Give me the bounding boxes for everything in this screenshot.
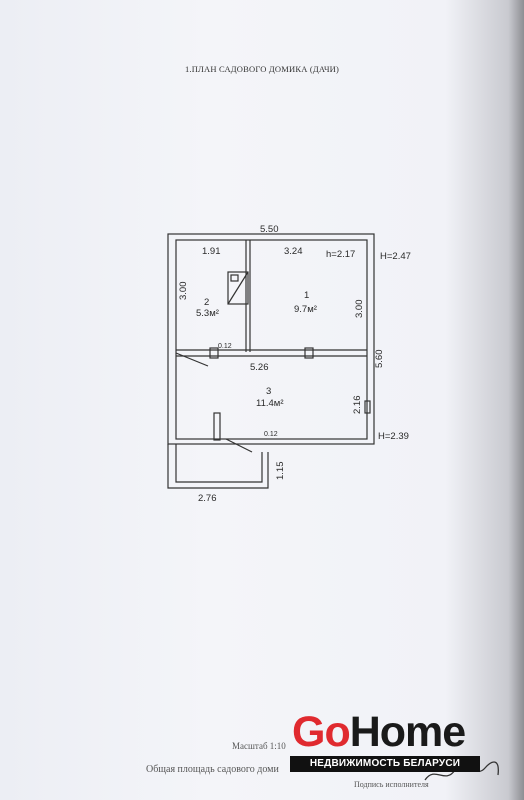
stove-icon xyxy=(227,271,249,305)
partition-thickness-1: 0.12 xyxy=(218,343,232,350)
room3-area: 11.4м² xyxy=(256,398,283,409)
partition-thickness-2: 0.12 xyxy=(264,431,278,438)
window-mark xyxy=(364,400,371,414)
room3-number: 3 xyxy=(266,386,271,397)
ceiling-height-top: H=2.47 xyxy=(380,251,411,262)
dim-room1-width: 3.24 xyxy=(284,246,303,257)
dim-porch-depth: 1.15 xyxy=(275,462,286,481)
watermark-wordmark: GoHome xyxy=(292,708,466,756)
dim-room1-depth: 3.00 xyxy=(354,300,365,319)
room2-number: 2 xyxy=(204,297,209,308)
document-title: 1.ПЛАН САДОВОГО ДОМИКА (ДАЧИ) xyxy=(184,64,340,74)
room1-height: h=2.17 xyxy=(326,249,355,260)
dim-room3-width: 5.26 xyxy=(250,362,269,373)
dim-overall-width: 5.50 xyxy=(260,224,279,235)
room1-area: 9.7м² xyxy=(294,304,317,315)
wall-stub xyxy=(213,412,221,441)
dim-overall-depth: 5.60 xyxy=(374,350,385,369)
porch-outline xyxy=(167,444,269,489)
room2-area: 5.3м² xyxy=(196,308,219,319)
outer-wall-inner xyxy=(175,239,368,440)
total-area-label: Общая площадь садового доми xyxy=(146,764,279,775)
ceiling-height-bottom: H=2.39 xyxy=(378,431,409,442)
outer-wall-outer xyxy=(167,233,375,445)
dim-room2-width: 1.91 xyxy=(202,246,221,257)
dim-room2-depth: 3.00 xyxy=(178,282,189,301)
dim-porch-width: 2.76 xyxy=(198,493,217,504)
watermark-tagline: НЕДВИЖИМОСТЬ БЕЛАРУСИ xyxy=(290,756,480,772)
door-swing-2 xyxy=(225,438,253,453)
dim-room3-depth: 2.16 xyxy=(352,396,363,415)
gohome-watermark: GoHome НЕДВИЖИМОСТЬ БЕЛАРУСИ xyxy=(290,708,482,776)
room1-number: 1 xyxy=(304,290,309,301)
scale-label: Масштаб 1:10 xyxy=(232,741,286,751)
door-swing-1 xyxy=(175,352,209,367)
signature-label: Подпись исполнителя xyxy=(354,780,429,789)
